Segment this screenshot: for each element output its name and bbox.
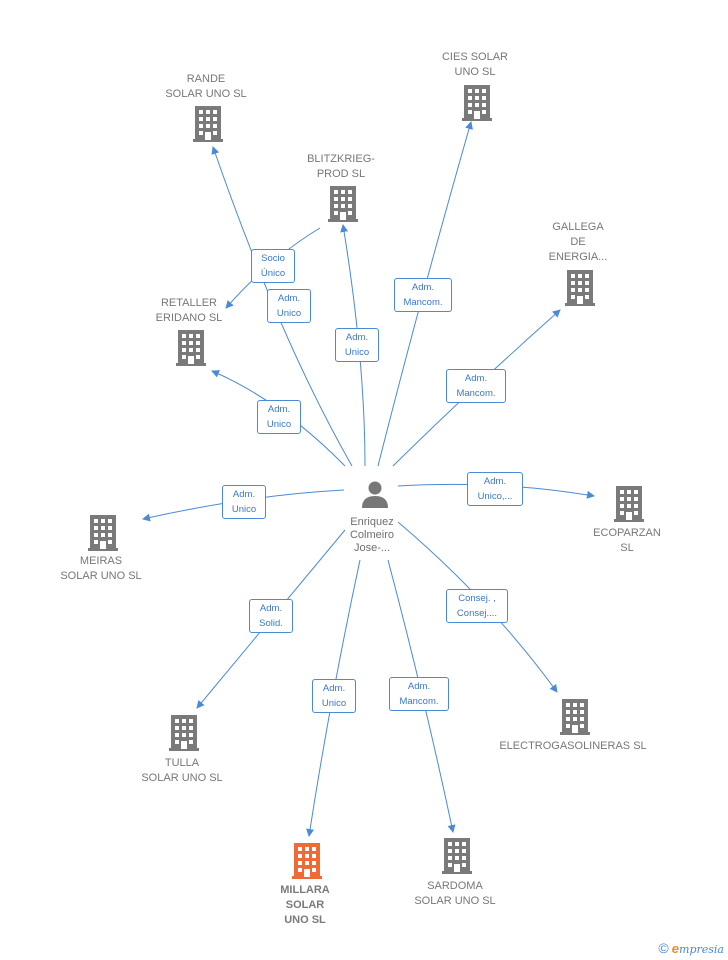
building-icon[interactable]	[176, 330, 206, 366]
edge-label-retaller: Adm. Unico	[257, 400, 301, 434]
node-label-rande[interactable]: RANDE SOLAR UNO SL	[165, 73, 247, 100]
building-icon-highlighted[interactable]	[292, 843, 322, 879]
building-icon[interactable]	[169, 715, 199, 751]
edge-label-sardoma: Adm. Mancom.	[389, 677, 449, 711]
edge-label-cies: Adm. Mancom.	[394, 278, 452, 312]
edge-label-electro: Consej. , Consej....	[446, 589, 508, 623]
building-icon[interactable]	[88, 515, 118, 551]
edge-label-millara: Adm. Unico	[312, 679, 356, 713]
node-label-meiras[interactable]: MEIRAS SOLAR UNO SL	[60, 555, 142, 582]
center-person-name[interactable]: Enriquez Colmeiro Jose-...	[349, 516, 394, 554]
edge-label-socio-unico: Socio Único	[251, 249, 295, 283]
edge-label-ecoparzan: Adm. Unico,...	[467, 472, 523, 506]
node-label-blitzkrieg[interactable]: BLITZKRIEG- PROD SL	[307, 153, 375, 180]
building-icon[interactable]	[328, 186, 358, 222]
node-label-electro[interactable]: ELECTROGASOLINERAS SL	[499, 740, 647, 752]
building-icon[interactable]	[565, 270, 595, 306]
building-icon[interactable]	[193, 106, 223, 142]
building-icon[interactable]	[560, 699, 590, 735]
node-label-millara[interactable]: MILLARA SOLAR UNO SL	[280, 884, 330, 926]
brand-footer[interactable]: © empresia	[658, 940, 724, 956]
node-label-sardoma[interactable]: SARDOMA SOLAR UNO SL	[414, 880, 496, 907]
node-label-retaller[interactable]: RETALLER ERIDANO SL	[155, 297, 223, 324]
copyright-icon: ©	[658, 940, 669, 956]
node-label-ecoparzan[interactable]: ECOPARZAN SL	[593, 527, 661, 554]
edge-label-gallega: Adm. Mancom.	[446, 369, 506, 403]
edge-label-blitzkrieg: Adm. Unico	[335, 328, 379, 362]
brand-logo-text: mpresia	[679, 943, 724, 956]
node-label-gallega[interactable]: GALLEGA DE ENERGIA...	[548, 221, 608, 263]
brand-logo-initial: e	[671, 941, 680, 956]
person-icon[interactable]	[360, 479, 390, 509]
edge-label-rande: Adm. Unico	[267, 289, 311, 323]
edge-label-tulla: Adm. Solid.	[249, 599, 293, 633]
edge-rande	[211, 146, 353, 467]
edge-label-meiras: Adm. Unico	[222, 485, 266, 519]
node-label-cies[interactable]: CIES SOLAR UNO SL	[441, 51, 509, 78]
node-label-tulla[interactable]: TULLA SOLAR UNO SL	[141, 757, 223, 784]
building-icon[interactable]	[442, 838, 472, 874]
building-icon[interactable]	[462, 85, 492, 121]
building-icon[interactable]	[614, 486, 644, 522]
